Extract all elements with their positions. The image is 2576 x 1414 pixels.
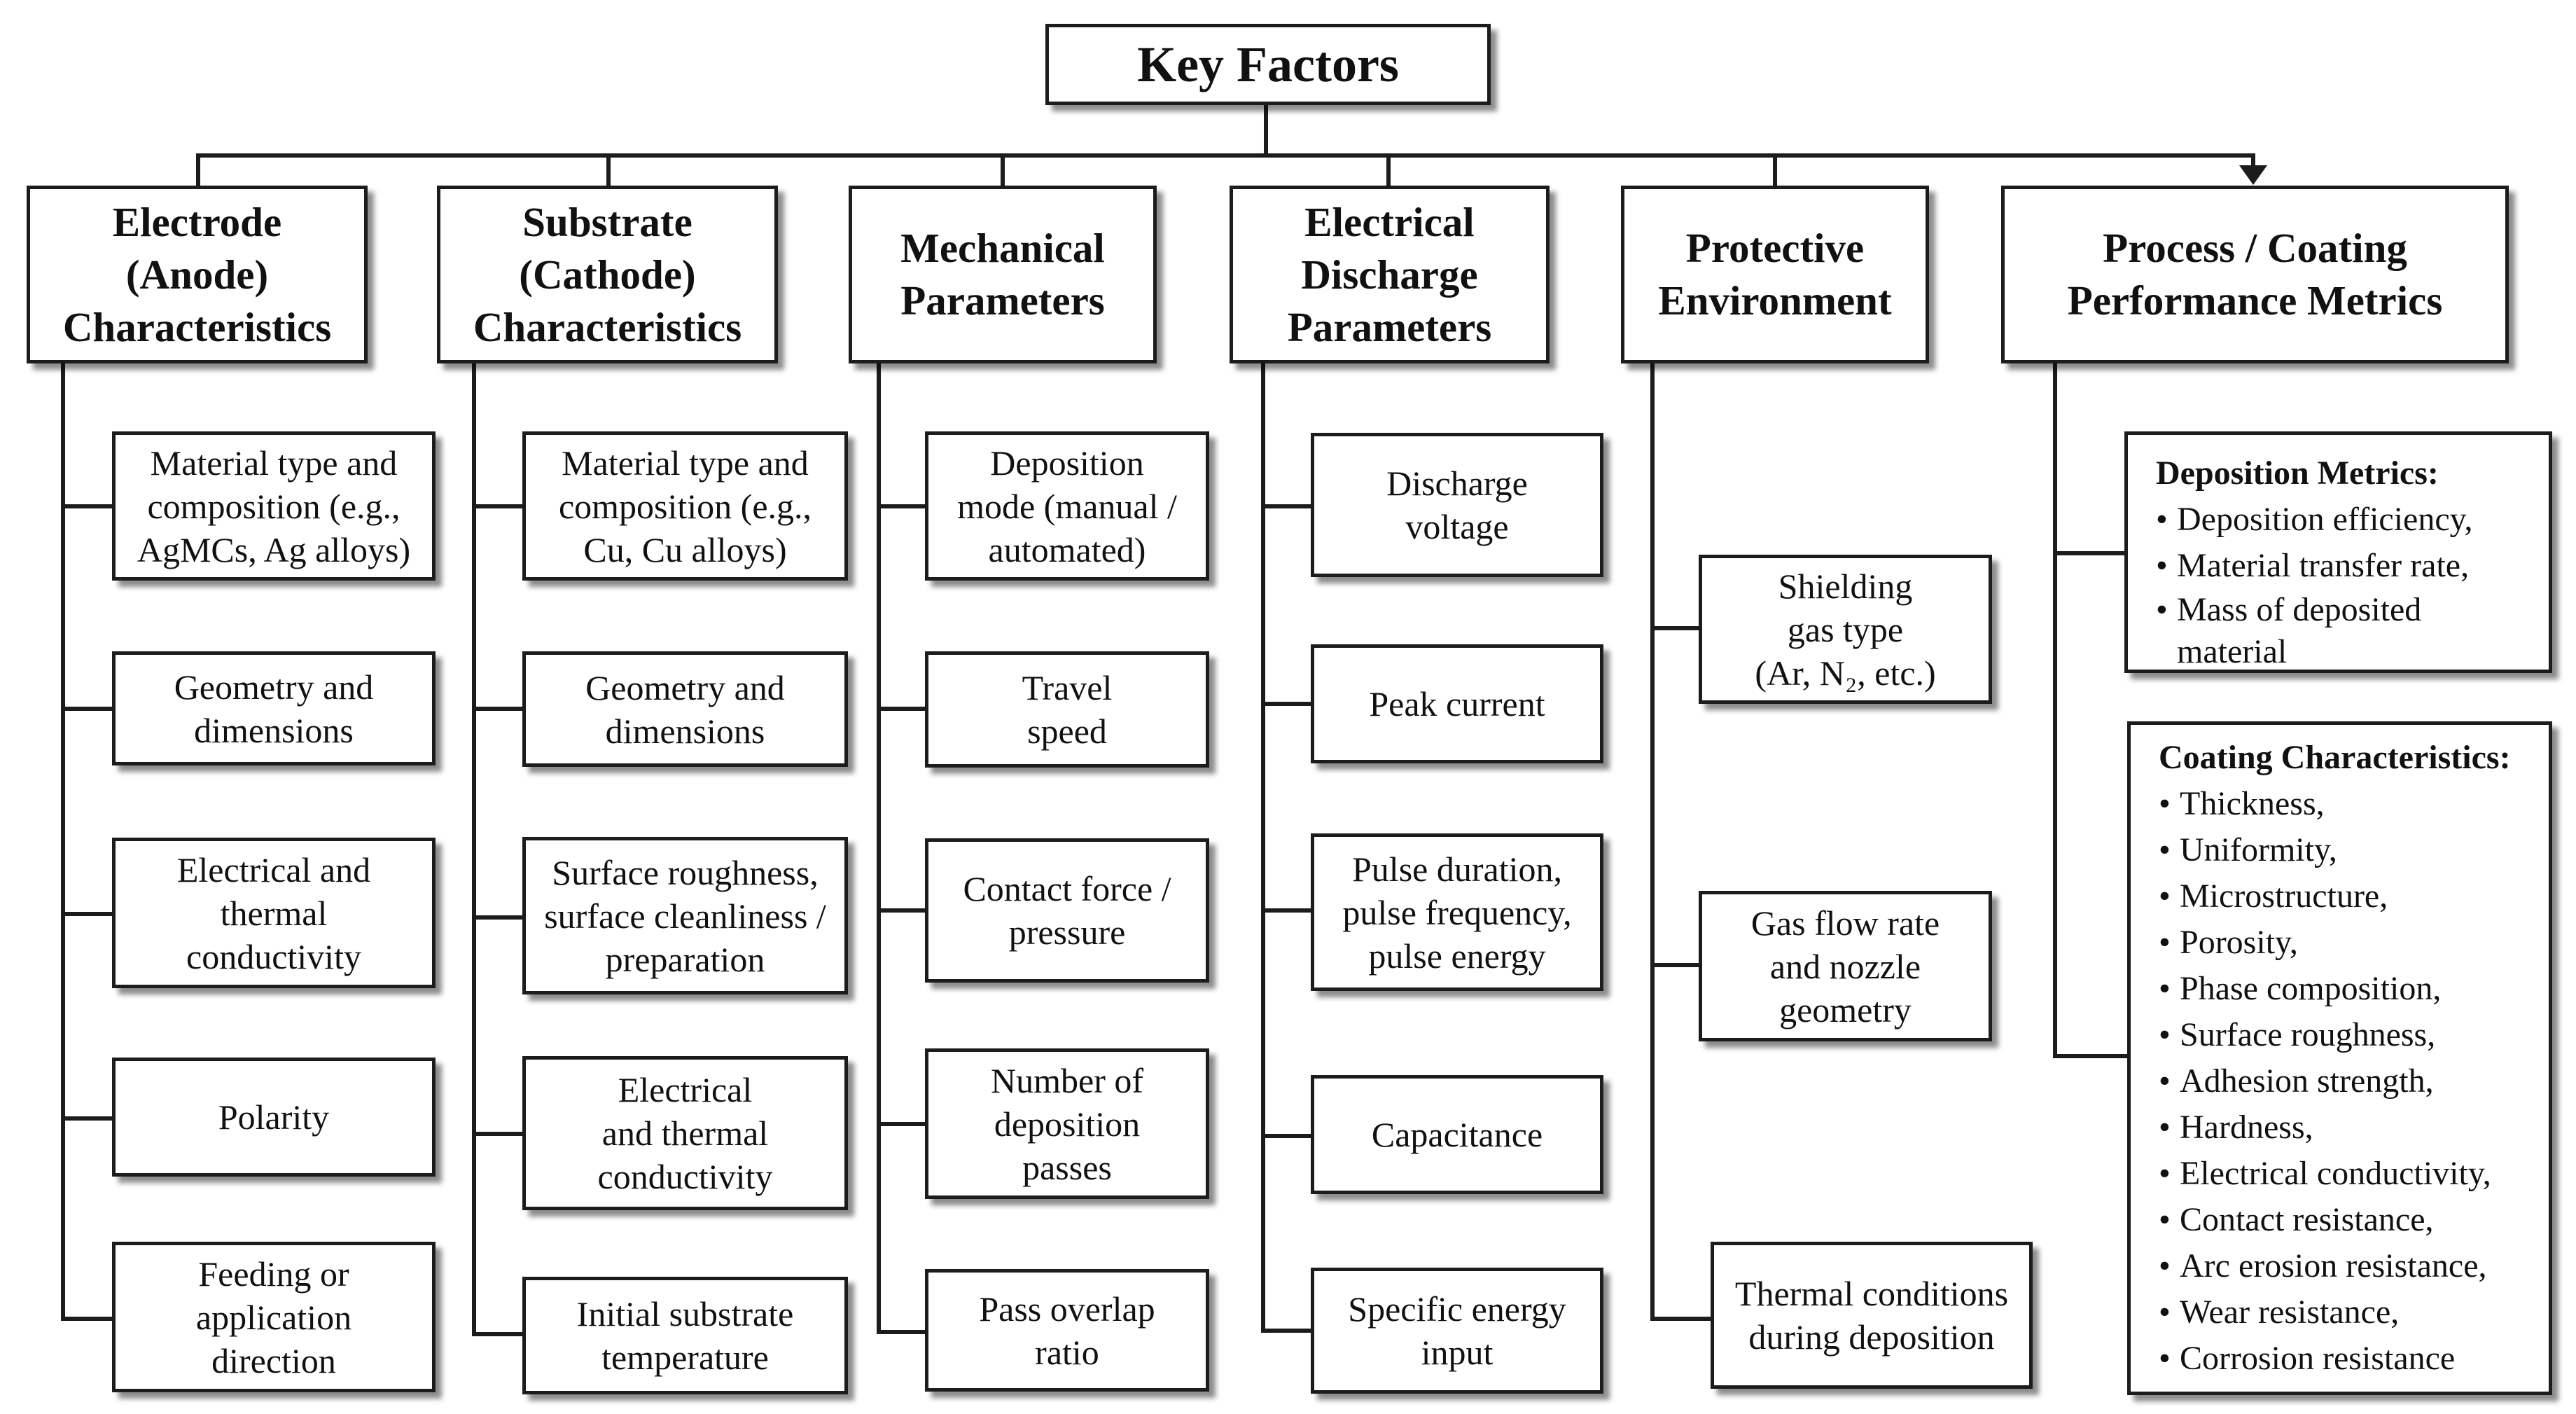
arrowhead-icon — [2239, 165, 2267, 185]
item-text: Material type and composition (e.g., Cu,… — [558, 443, 812, 569]
list-item: Uniformity, — [2159, 827, 2535, 873]
category-label: Process / Coating Performance Metrics — [2067, 225, 2443, 324]
item-box: Peak current — [1311, 644, 1603, 763]
item-text: Feeding or application direction — [195, 1254, 352, 1380]
item-box: Discharge voltage — [1311, 433, 1603, 577]
key-factors-title: Key Factors — [1045, 24, 1491, 105]
item-text: Electrical and thermal conductivity — [176, 850, 371, 976]
item-text: Discharge voltage — [1386, 464, 1528, 546]
item-text: Geometry and dimensions — [585, 667, 785, 751]
item-text: Polarity — [218, 1097, 330, 1137]
item-box: Pass overlap ratio — [925, 1269, 1209, 1392]
item-box: Initial substrate temperature — [522, 1277, 848, 1394]
deposition-metrics-box: Deposition Metrics: Deposition efficienc… — [2124, 431, 2552, 673]
category-protective-environment: Protective Environment — [1621, 186, 1929, 363]
item-text: Thermal conditions during deposition — [1734, 1274, 2009, 1357]
item-box: Polarity — [112, 1058, 436, 1177]
item-box: Electrical and thermal conductivity — [112, 838, 436, 988]
coating-characteristics-heading: Coating Characteristics: — [2159, 739, 2511, 776]
category-electrode-characteristics: Electrode (Anode) Characteristics — [27, 186, 368, 363]
category-substrate-characteristics: Substrate (Cathode) Characteristics — [437, 186, 778, 363]
item-text: Geometry and dimensions — [174, 667, 374, 750]
item-text: Shielding gas type (Ar, N₂, etc.) — [1755, 566, 1936, 693]
item-box: Shielding gas type (Ar, N₂, etc.) — [1699, 555, 1992, 704]
list-item: Arc erosion resistance, — [2159, 1243, 2535, 1289]
item-box: Number of deposition passes — [925, 1048, 1209, 1199]
item-text: Number of deposition passes — [991, 1060, 1143, 1187]
item-text: Contact force / pressure — [963, 869, 1171, 952]
list-item: Mass of deposited material — [2156, 589, 2535, 673]
category-electrical-discharge-parameters: Electrical Discharge Parameters — [1230, 186, 1550, 363]
list-item: Corrosion resistance — [2159, 1336, 2535, 1382]
list-item: Electrical conductivity, — [2159, 1151, 2535, 1197]
category-label: Mechanical Parameters — [900, 225, 1105, 324]
list-item: Hardness, — [2159, 1104, 2535, 1151]
list-item: Surface roughness, — [2159, 1012, 2535, 1058]
category-mechanical-parameters: Mechanical Parameters — [849, 186, 1157, 363]
item-text: Surface roughness, surface cleanliness /… — [544, 852, 826, 979]
item-text: Gas flow rate and nozzle geometry — [1750, 903, 1940, 1030]
item-box: Surface roughness, surface cleanliness /… — [522, 837, 848, 994]
item-box: Feeding or application direction — [112, 1242, 436, 1392]
coating-characteristics-list: Thickness, Uniformity, Microstructure, P… — [2159, 781, 2535, 1382]
category-label: Substrate (Cathode) Characteristics — [473, 198, 742, 350]
list-item: Adhesion strength, — [2159, 1058, 2535, 1104]
item-box: Geometry and dimensions — [522, 651, 848, 767]
category-performance-metrics: Process / Coating Performance Metrics — [2001, 186, 2509, 363]
item-text: Pass overlap ratio — [979, 1289, 1155, 1372]
list-item: Porosity, — [2159, 920, 2535, 966]
item-text: Specific energy input — [1348, 1289, 1566, 1372]
item-box: Travel speed — [925, 651, 1209, 768]
item-box: Material type and composition (e.g., AgM… — [112, 431, 436, 581]
item-text: Deposition mode (manual / automated) — [957, 443, 1177, 569]
item-text: Pulse duration, pulse frequency, pulse e… — [1342, 849, 1572, 976]
category-label: Protective Environment — [1658, 225, 1892, 324]
item-box: Thermal conditions during deposition — [1711, 1242, 2033, 1389]
item-text: Travel speed — [1022, 668, 1113, 751]
list-item: Microstructure, — [2159, 873, 2535, 920]
category-label: Electrical Discharge Parameters — [1287, 198, 1492, 350]
list-item: Phase composition, — [2159, 966, 2535, 1012]
item-box: Deposition mode (manual / automated) — [925, 431, 1209, 581]
deposition-metrics-list: Deposition efficiency, Material transfer… — [2156, 497, 2535, 673]
title-text: Key Factors — [1137, 36, 1399, 92]
item-box: Geometry and dimensions — [112, 651, 436, 765]
item-text: Peak current — [1369, 684, 1545, 723]
list-item: Material transfer rate, — [2156, 543, 2535, 589]
item-box: Gas flow rate and nozzle geometry — [1699, 891, 1992, 1041]
item-box: Material type and composition (e.g., Cu,… — [522, 431, 848, 581]
item-text: Electrical and thermal conductivity — [597, 1070, 773, 1196]
list-item: Contact resistance, — [2159, 1197, 2535, 1243]
item-text: Initial substrate temperature — [576, 1294, 794, 1377]
item-box: Contact force / pressure — [925, 838, 1209, 983]
item-box: Capacitance — [1311, 1075, 1603, 1194]
item-box: Pulse duration, pulse frequency, pulse e… — [1311, 833, 1603, 991]
item-box: Electrical and thermal conductivity — [522, 1056, 848, 1210]
item-text: Material type and composition (e.g., AgM… — [137, 443, 411, 569]
list-item: Deposition efficiency, — [2156, 497, 2535, 543]
item-text: Capacitance — [1371, 1115, 1543, 1154]
item-box: Specific energy input — [1311, 1268, 1603, 1394]
category-label: Electrode (Anode) Characteristics — [62, 198, 332, 350]
list-item: Thickness, — [2159, 781, 2535, 827]
deposition-metrics-heading: Deposition Metrics: — [2156, 455, 2439, 492]
coating-characteristics-box: Coating Characteristics: Thickness, Unif… — [2127, 721, 2552, 1395]
list-item: Wear resistance, — [2159, 1289, 2535, 1336]
